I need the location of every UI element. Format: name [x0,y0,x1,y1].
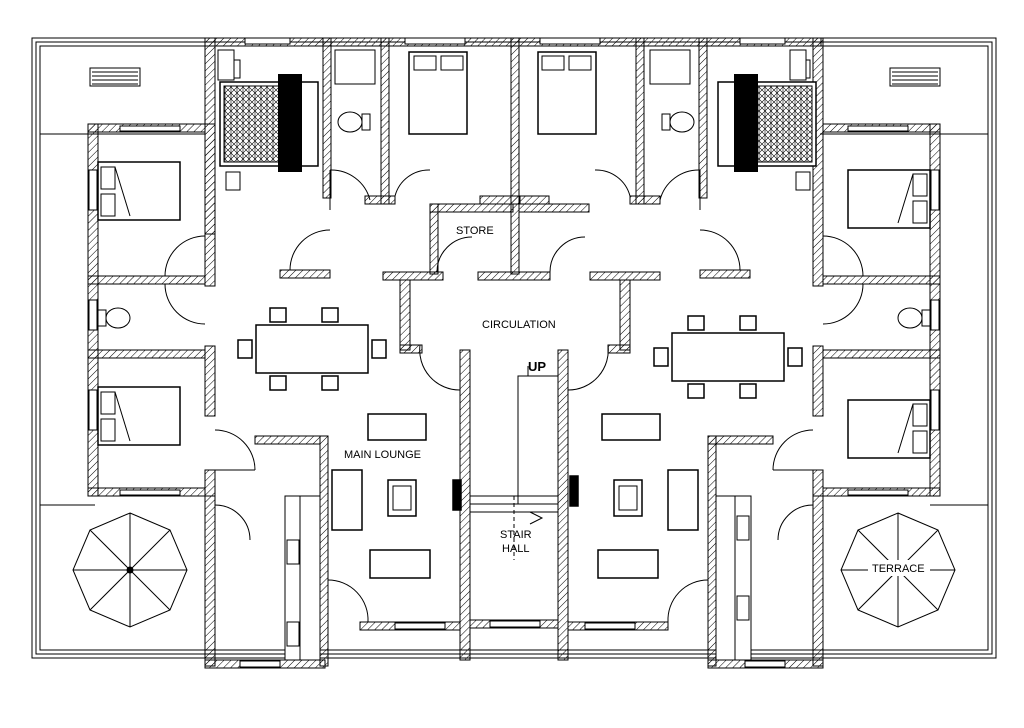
bed-left-upper [97,161,181,221]
windows [88,37,940,668]
label-terrace: TERRACE [872,563,925,575]
lounge-furniture-right [569,413,699,579]
dining-table-right [653,315,803,399]
label-store: STORE [456,225,494,237]
label-main-lounge: MAIN LOUNGE [344,449,421,461]
bed-left-lower [97,386,181,446]
staircase [470,366,559,560]
dining-table-left [237,307,387,391]
master-bed-left [219,59,319,191]
label-hall: HALL [502,543,530,555]
bed-right-upper [847,169,931,229]
ac-unit-right [889,67,941,87]
label-circulation: CIRCULATION [482,319,556,331]
ac-unit-left [89,67,141,87]
door-swings [164,169,864,623]
lounge-furniture-left [331,413,462,579]
terrace-inner-edges [40,133,988,506]
label-up: UP [528,359,546,374]
umbrella-left [72,512,188,628]
kitchen-counter-right [715,495,752,661]
toilets [97,49,931,329]
bed-top-right [537,51,597,135]
label-stair: STAIR [500,529,532,541]
master-bed-right [717,59,817,191]
kitchen-counter-left [284,495,321,661]
bed-top-left [408,51,468,135]
bed-right-lower [847,399,931,459]
